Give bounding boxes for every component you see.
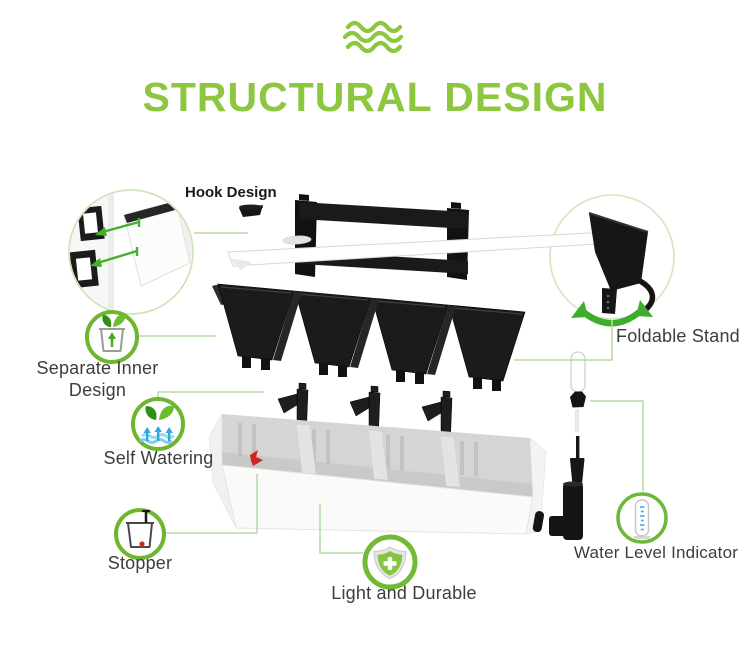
label-water-level-indicator: Water Level Indicator [573,543,739,562]
inner-pots [212,283,526,391]
wall-slot-bottom [70,249,99,289]
label-light-and-durable: Light and Durable [331,583,477,603]
foldable-stand-part [571,212,656,327]
label-separate-inner-line2: Design [68,380,127,400]
wall-slot-top [77,205,105,242]
drain-plug-part [532,511,545,533]
label-stopper: Stopper [107,553,173,573]
water-level-indicator-badge [616,492,668,544]
label-separate-inner-design: Separate Inner Design [20,357,175,401]
connector-lines [139,232,644,554]
stopper-part [250,450,263,466]
hook-cap-part [239,204,263,217]
mount-frame [295,194,469,280]
hook-arrows-icon [90,218,141,267]
stopper-badge [114,508,166,560]
outer-box [208,412,547,535]
page-title: STRUCTURAL DESIGN [142,74,608,120]
hook-detail-callout [68,189,194,315]
separate-inner-design-badge [85,310,139,364]
label-foldable-stand: Foldable Stand [616,326,740,346]
water-level-parts [549,351,586,540]
light-and-durable-badge [362,534,418,590]
self-watering-badge [131,397,185,451]
label-hook-design: Hook Design [185,184,277,201]
label-self-watering: Self Watering [103,448,214,468]
waves-icon [342,20,404,54]
label-separate-inner-line1: Separate Inner [36,358,159,378]
